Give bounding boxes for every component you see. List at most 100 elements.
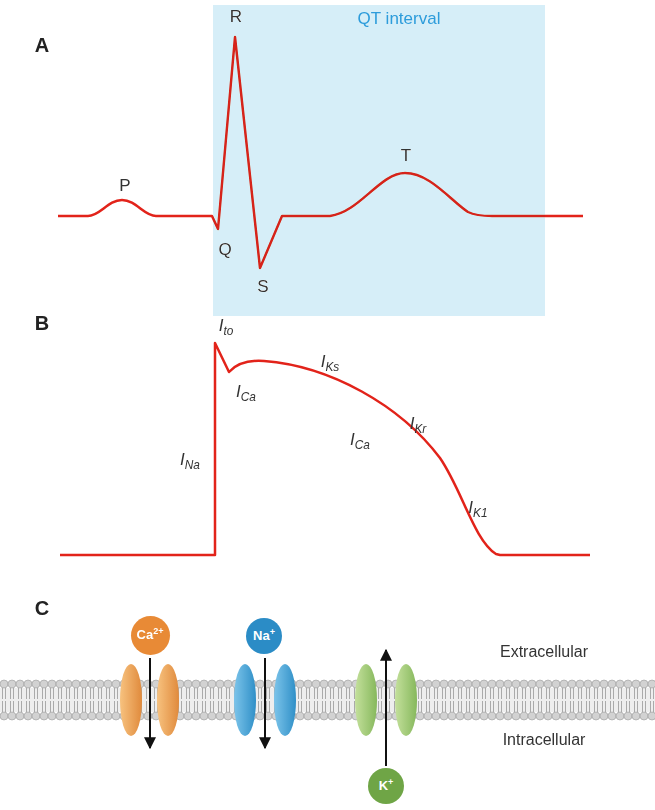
lipid-tail — [563, 688, 566, 712]
current-label: IK1 — [468, 498, 487, 519]
lipid-head — [584, 680, 592, 688]
lipid-tail — [211, 688, 214, 712]
lipid-head — [536, 680, 544, 688]
lipid-tail — [619, 688, 622, 712]
lipid-head — [184, 712, 192, 720]
lipid-head — [64, 712, 72, 720]
lipid-head — [448, 680, 456, 688]
lipid-tail — [643, 688, 646, 712]
interval-band: QT interval — [213, 5, 545, 316]
lipid-tail — [51, 688, 54, 712]
lipid-head — [296, 680, 304, 688]
lipid-head — [192, 680, 200, 688]
lipid-tail — [307, 688, 310, 712]
lipid-tail — [587, 688, 590, 712]
lipid-head — [552, 680, 560, 688]
lipid-head — [512, 680, 520, 688]
lipid-head — [104, 712, 112, 720]
lipid-head — [24, 680, 32, 688]
lipid-head — [504, 712, 512, 720]
lipid-head — [0, 680, 8, 688]
lipid-head — [64, 680, 72, 688]
label-holder: B — [35, 313, 49, 333]
current-label: IKs — [321, 352, 340, 373]
lipid-head — [304, 680, 312, 688]
wave-letter: P — [119, 176, 130, 196]
lipid-head — [640, 712, 648, 720]
panel-letter: B — [35, 313, 49, 333]
lipid-head — [336, 712, 344, 720]
label-holder: ICa — [236, 382, 256, 403]
lipid-head — [0, 712, 8, 720]
lipid-head — [104, 680, 112, 688]
lipid-head — [592, 712, 600, 720]
label-holder: IKs — [321, 352, 340, 373]
lipid-head — [16, 680, 24, 688]
potassium-channel — [395, 664, 417, 736]
label-holder: Ito — [219, 316, 234, 337]
lipid-head — [440, 680, 448, 688]
lipid-head — [456, 712, 464, 720]
lipid-head — [464, 680, 472, 688]
lipid-tail — [435, 688, 438, 712]
lipid-head — [8, 680, 16, 688]
lipid-head — [48, 712, 56, 720]
lipid-head — [320, 712, 328, 720]
lipid-head — [200, 680, 208, 688]
lipid-head — [32, 680, 40, 688]
lipid-tail — [3, 688, 6, 712]
lipid-tail — [539, 688, 542, 712]
lipid-head — [648, 712, 655, 720]
lipid-tail — [187, 688, 190, 712]
sodium-channel — [274, 664, 296, 736]
lipid-tail — [523, 688, 526, 712]
calcium-channel — [120, 664, 142, 736]
lipid-tail — [499, 688, 502, 712]
lipid-head — [112, 712, 120, 720]
lipid-tail — [595, 688, 598, 712]
lipid-head — [208, 680, 216, 688]
lipid-tail — [315, 688, 318, 712]
lipid-tail — [323, 688, 326, 712]
lipid-head — [608, 712, 616, 720]
lipid-tail — [339, 688, 342, 712]
lipid-tail — [443, 688, 446, 712]
label-holder: IK1 — [468, 498, 487, 519]
lipid-head — [96, 712, 104, 720]
lipid-head — [456, 680, 464, 688]
lipid-head — [632, 680, 640, 688]
lipid-head — [200, 712, 208, 720]
lipid-tail — [11, 688, 14, 712]
lipid-head — [576, 712, 584, 720]
lipid-head — [448, 712, 456, 720]
lipid-head — [312, 680, 320, 688]
lipid-head — [592, 680, 600, 688]
lipid-head — [432, 712, 440, 720]
lipid-tail — [579, 688, 582, 712]
label-holder: P — [119, 176, 130, 196]
lipid-head — [480, 712, 488, 720]
cell-membrane — [0, 680, 655, 720]
label-holder: A — [35, 35, 49, 55]
calcium-ion: Ca2+ — [131, 616, 170, 655]
lipid-head — [40, 712, 48, 720]
lipid-head — [80, 712, 88, 720]
lipid-tail — [331, 688, 334, 712]
lipid-head — [504, 680, 512, 688]
lipid-head — [520, 712, 528, 720]
ion-label: K+ — [379, 778, 394, 795]
lipid-tail — [35, 688, 38, 712]
lipid-tail — [483, 688, 486, 712]
current-label: INa — [180, 450, 200, 471]
lipid-tail — [379, 688, 382, 712]
action-potential-trace — [60, 343, 590, 555]
lipid-head — [192, 712, 200, 720]
lipid-head — [184, 680, 192, 688]
lipid-tail — [611, 688, 614, 712]
lipid-head — [488, 680, 496, 688]
lipid-head — [424, 680, 432, 688]
lipid-head — [48, 680, 56, 688]
lipid-head — [80, 680, 88, 688]
lipid-tail — [195, 688, 198, 712]
lipid-tail — [635, 688, 638, 712]
